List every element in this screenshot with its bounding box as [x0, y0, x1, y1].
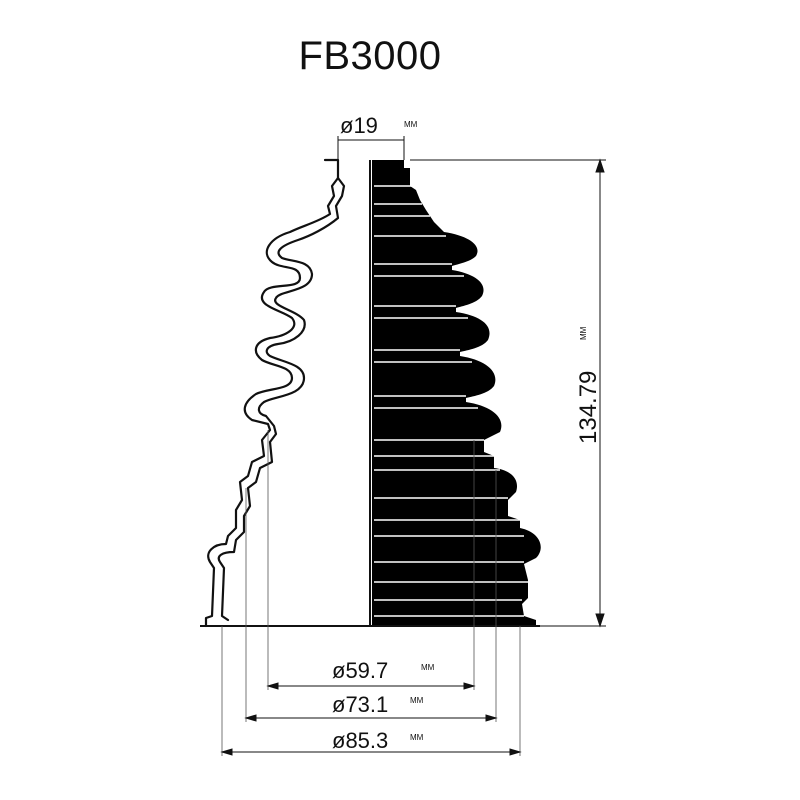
- dim-height: [410, 158, 606, 628]
- dim-d1: [266, 682, 476, 690]
- dim-small-diameter: [337, 136, 405, 160]
- dim-d1-label: ø59.7: [332, 658, 388, 683]
- dim-small-diameter-label: ø19: [340, 113, 378, 138]
- dim-height-unit: MM: [579, 326, 588, 340]
- boot-section-right: [372, 160, 541, 626]
- dim-d2: [244, 714, 498, 722]
- dim-d3: [220, 748, 522, 756]
- part-number-title: FB3000: [298, 34, 442, 78]
- dim-d2-unit: MM: [410, 696, 424, 705]
- dim-d1-unit: MM: [421, 663, 435, 672]
- boot-profile-left: [204, 158, 346, 628]
- dim-extension-lines: [221, 430, 521, 756]
- dim-d2-label: ø73.1: [332, 692, 388, 717]
- dim-d3-unit: MM: [410, 733, 424, 742]
- dim-height-label: 134.79: [575, 371, 602, 444]
- dim-small-diameter-unit: MM: [404, 120, 418, 129]
- dim-d3-label: ø85.3: [332, 728, 388, 753]
